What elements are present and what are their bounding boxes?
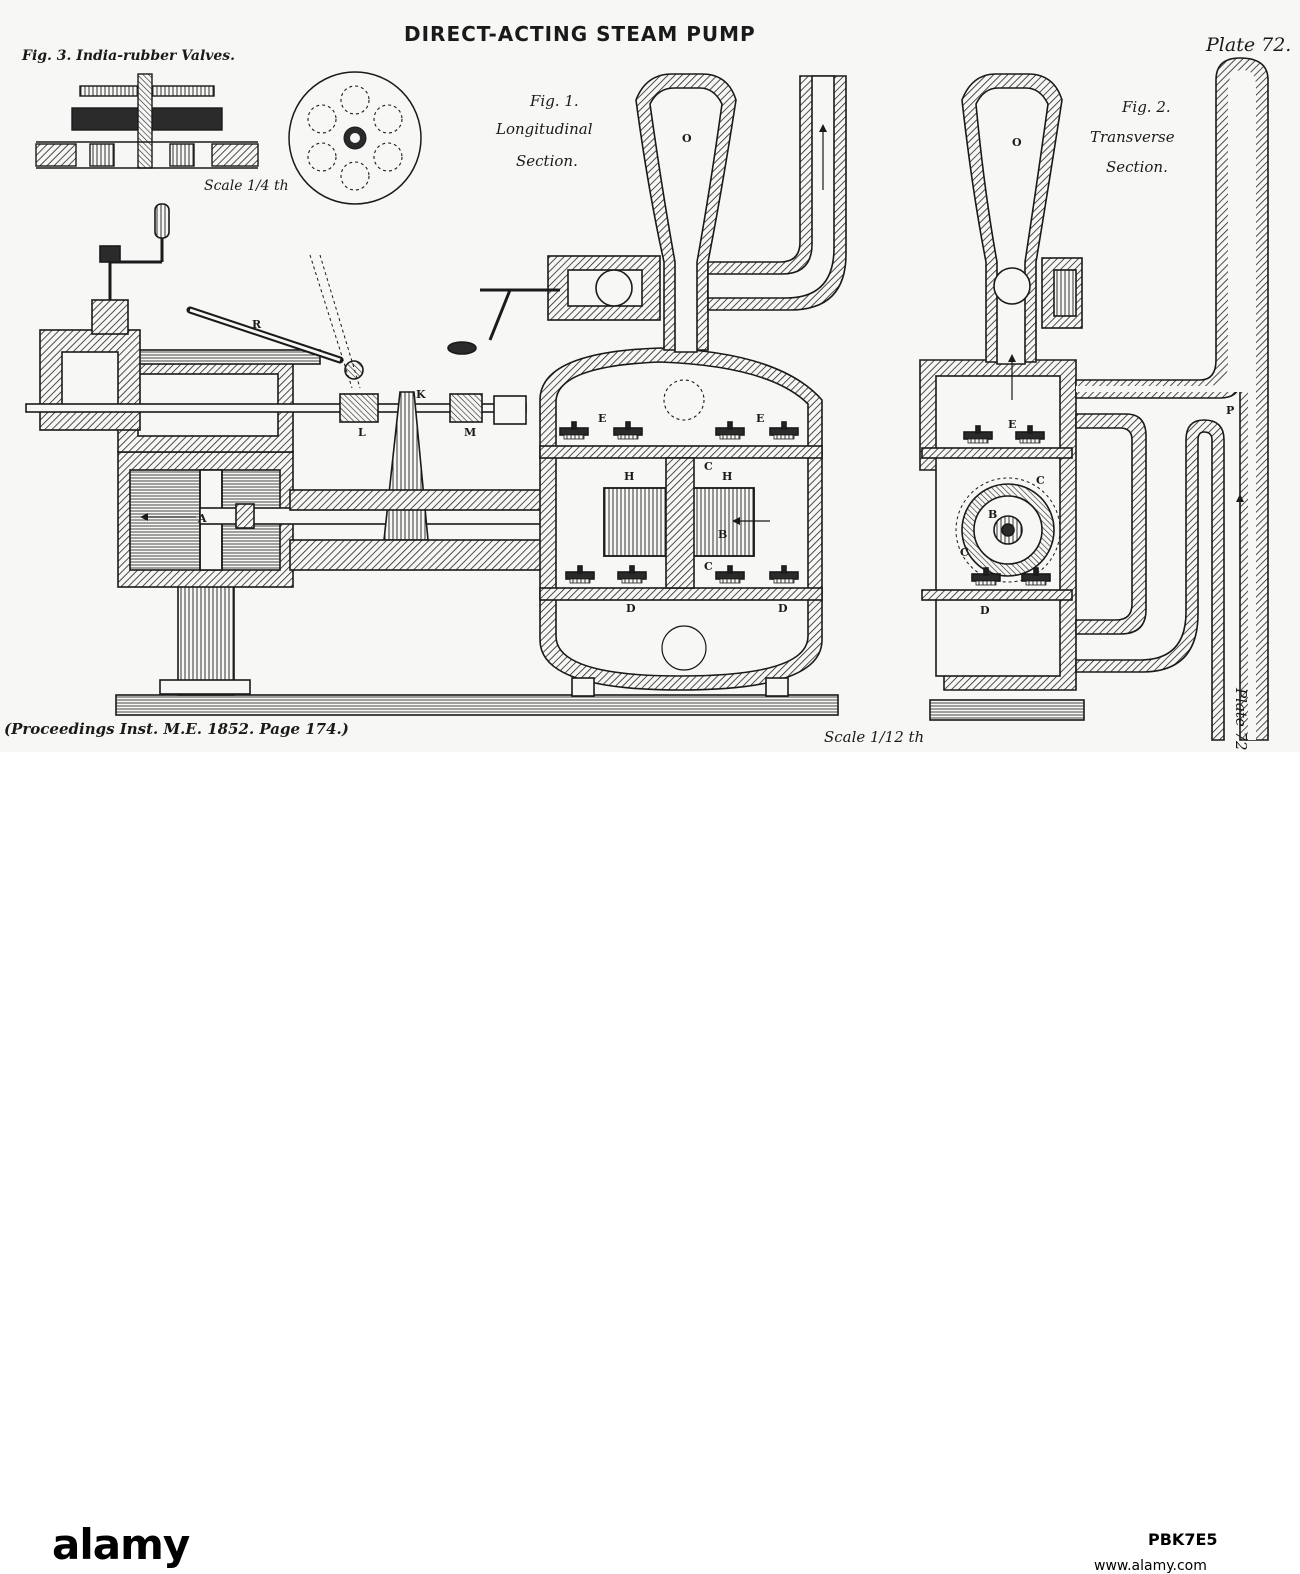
fig1-caption-line3: Section. bbox=[516, 152, 578, 170]
fig1-caption-line1: Fig. 1. bbox=[530, 92, 579, 110]
label-p: P bbox=[1226, 404, 1235, 417]
label-c2: C bbox=[704, 560, 713, 573]
label-d3: D bbox=[980, 604, 990, 617]
label-c1: C bbox=[704, 460, 713, 473]
label-o-fig1: O bbox=[682, 132, 692, 145]
fig2-section bbox=[919, 57, 1269, 741]
label-h2: H bbox=[722, 470, 733, 483]
plate-number-side: Plate 72. bbox=[1232, 688, 1250, 752]
main-scale: Scale 1/12 th bbox=[824, 728, 925, 746]
label-b1: B bbox=[718, 528, 728, 541]
plate-title: DIRECT-ACTING STEAM PUMP bbox=[404, 22, 756, 46]
label-d1: D bbox=[626, 602, 636, 615]
fig3-valve-drawing bbox=[35, 73, 259, 169]
fig3-scale: Scale 1/4 th bbox=[204, 178, 289, 194]
label-c4: C bbox=[960, 546, 969, 559]
label-l: L bbox=[358, 426, 366, 439]
label-e3: E bbox=[1008, 418, 1017, 431]
steam-pump-drawing bbox=[25, 57, 1269, 741]
fig3-caption: Fig. 3. India-rubber Valves. bbox=[22, 48, 236, 64]
citation: (Proceedings Inst. M.E. 1852. Page 174.) bbox=[4, 720, 349, 738]
label-m: M bbox=[464, 426, 477, 439]
label-o-fig2: O bbox=[1012, 136, 1022, 149]
fig2-caption-line1: Fig. 2. bbox=[1122, 98, 1171, 116]
stock-footer: alamy PBK7E5 www.alamy.com bbox=[0, 752, 1300, 1574]
fig2-caption-line3: Section. bbox=[1106, 158, 1168, 176]
label-h1: H bbox=[624, 470, 635, 483]
label-e1: E bbox=[598, 412, 607, 425]
label-k: K bbox=[416, 388, 426, 401]
fig3-valve-plan bbox=[288, 71, 422, 205]
image-id: PBK7E5 bbox=[1148, 1530, 1218, 1549]
plate-number: Plate 72. bbox=[1206, 34, 1292, 56]
label-e2: E bbox=[756, 412, 765, 425]
label-a: A bbox=[198, 512, 207, 525]
label-c3: C bbox=[1036, 474, 1045, 487]
alamy-logo: alamy bbox=[52, 1520, 190, 1569]
label-b2: B bbox=[988, 508, 998, 521]
engraving-plate: DIRECT-ACTING STEAM PUMP Plate 72. Plate… bbox=[0, 0, 1300, 752]
fig2-caption-line2: Transverse bbox=[1090, 128, 1175, 146]
fig1-section bbox=[25, 73, 847, 716]
fig1-caption-line2: Longitudinal bbox=[496, 120, 593, 138]
label-r: R bbox=[252, 318, 262, 331]
site-url: www.alamy.com bbox=[1094, 1558, 1207, 1574]
label-d2: D bbox=[778, 602, 788, 615]
